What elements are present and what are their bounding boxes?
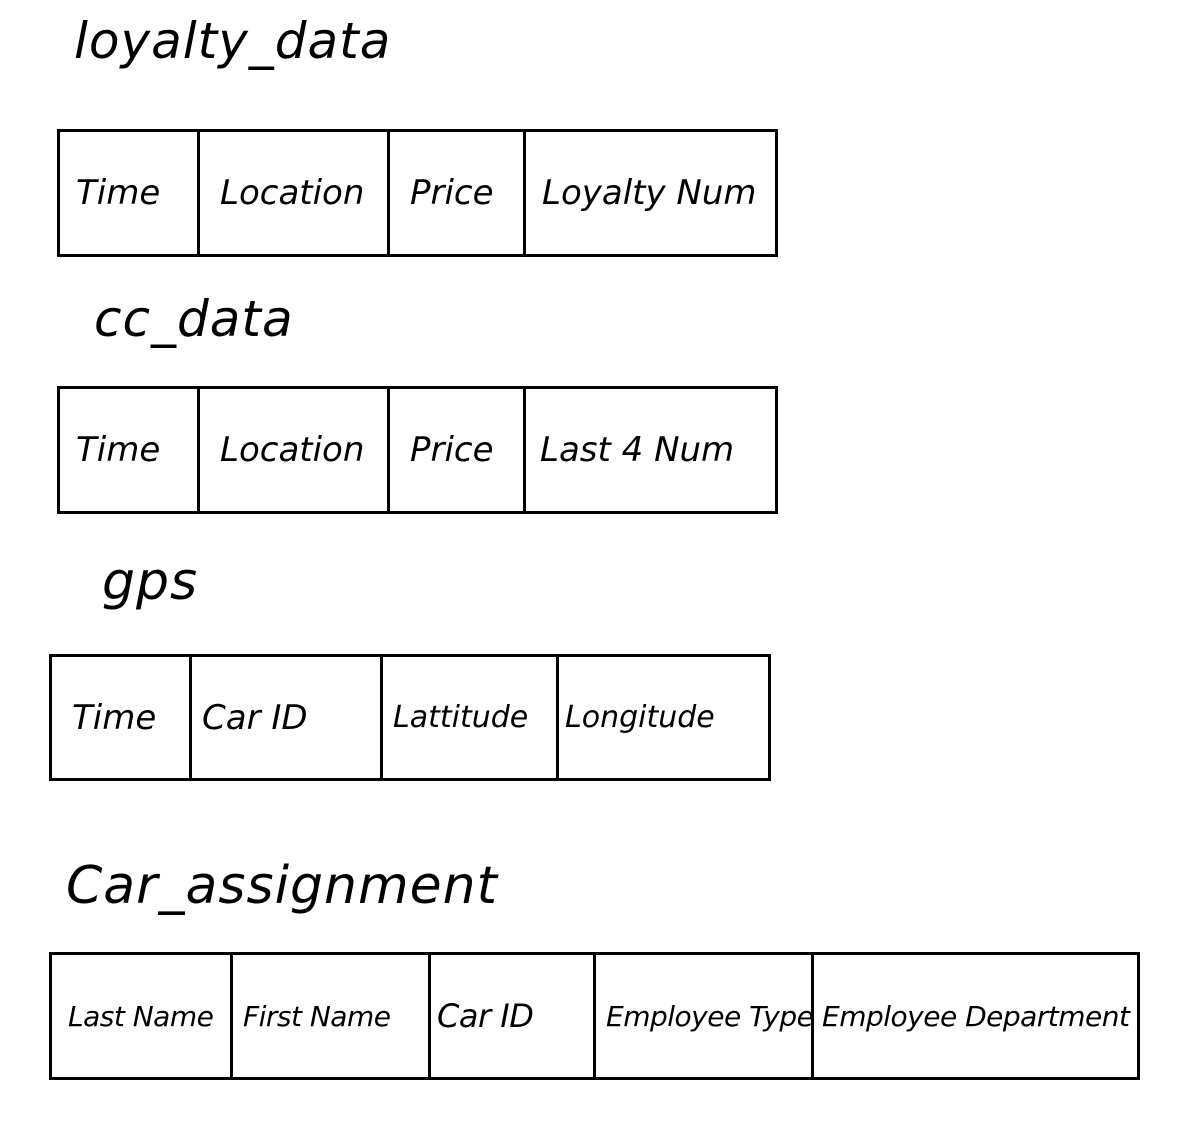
column-price: Price [390,389,526,511]
column-loyalty-num: Loyalty Num [542,173,757,213]
column-time: Time [60,132,200,254]
column-longitude: Longitude [565,700,715,735]
column-time: Time [52,657,192,778]
column-employee-department: Employee Department [822,999,1130,1033]
column-price: Price [390,132,526,254]
table-loyalty-data: Time Location Price Loyalty Num [57,129,778,257]
column-latitude: Lattitude [383,657,559,778]
table-title-loyalty-data: loyalty_data [74,12,392,70]
column-time: Time [60,389,200,511]
column-employee-type: Employee Type [596,955,814,1077]
table-gps: Time Car ID Lattitude Longitude [49,654,771,781]
column-car-id: Car ID [431,955,596,1077]
table-cc-data: Time Location Price Last 4 Num [57,386,778,514]
table-car-assignment: Last Name First Name Car ID Employee Typ… [49,952,1140,1080]
column-last-name: Last Name [52,955,233,1077]
column-last-4-num: Last 4 Num [540,430,735,470]
column-car-id: Car ID [192,657,383,778]
column-location: Location [200,389,390,511]
column-first-name: First Name [233,955,431,1077]
table-title-car-assignment: Car_assignment [66,856,499,916]
column-location: Location [200,132,390,254]
table-title-cc-data: cc_data [94,290,294,348]
table-title-gps: gps [102,552,199,612]
